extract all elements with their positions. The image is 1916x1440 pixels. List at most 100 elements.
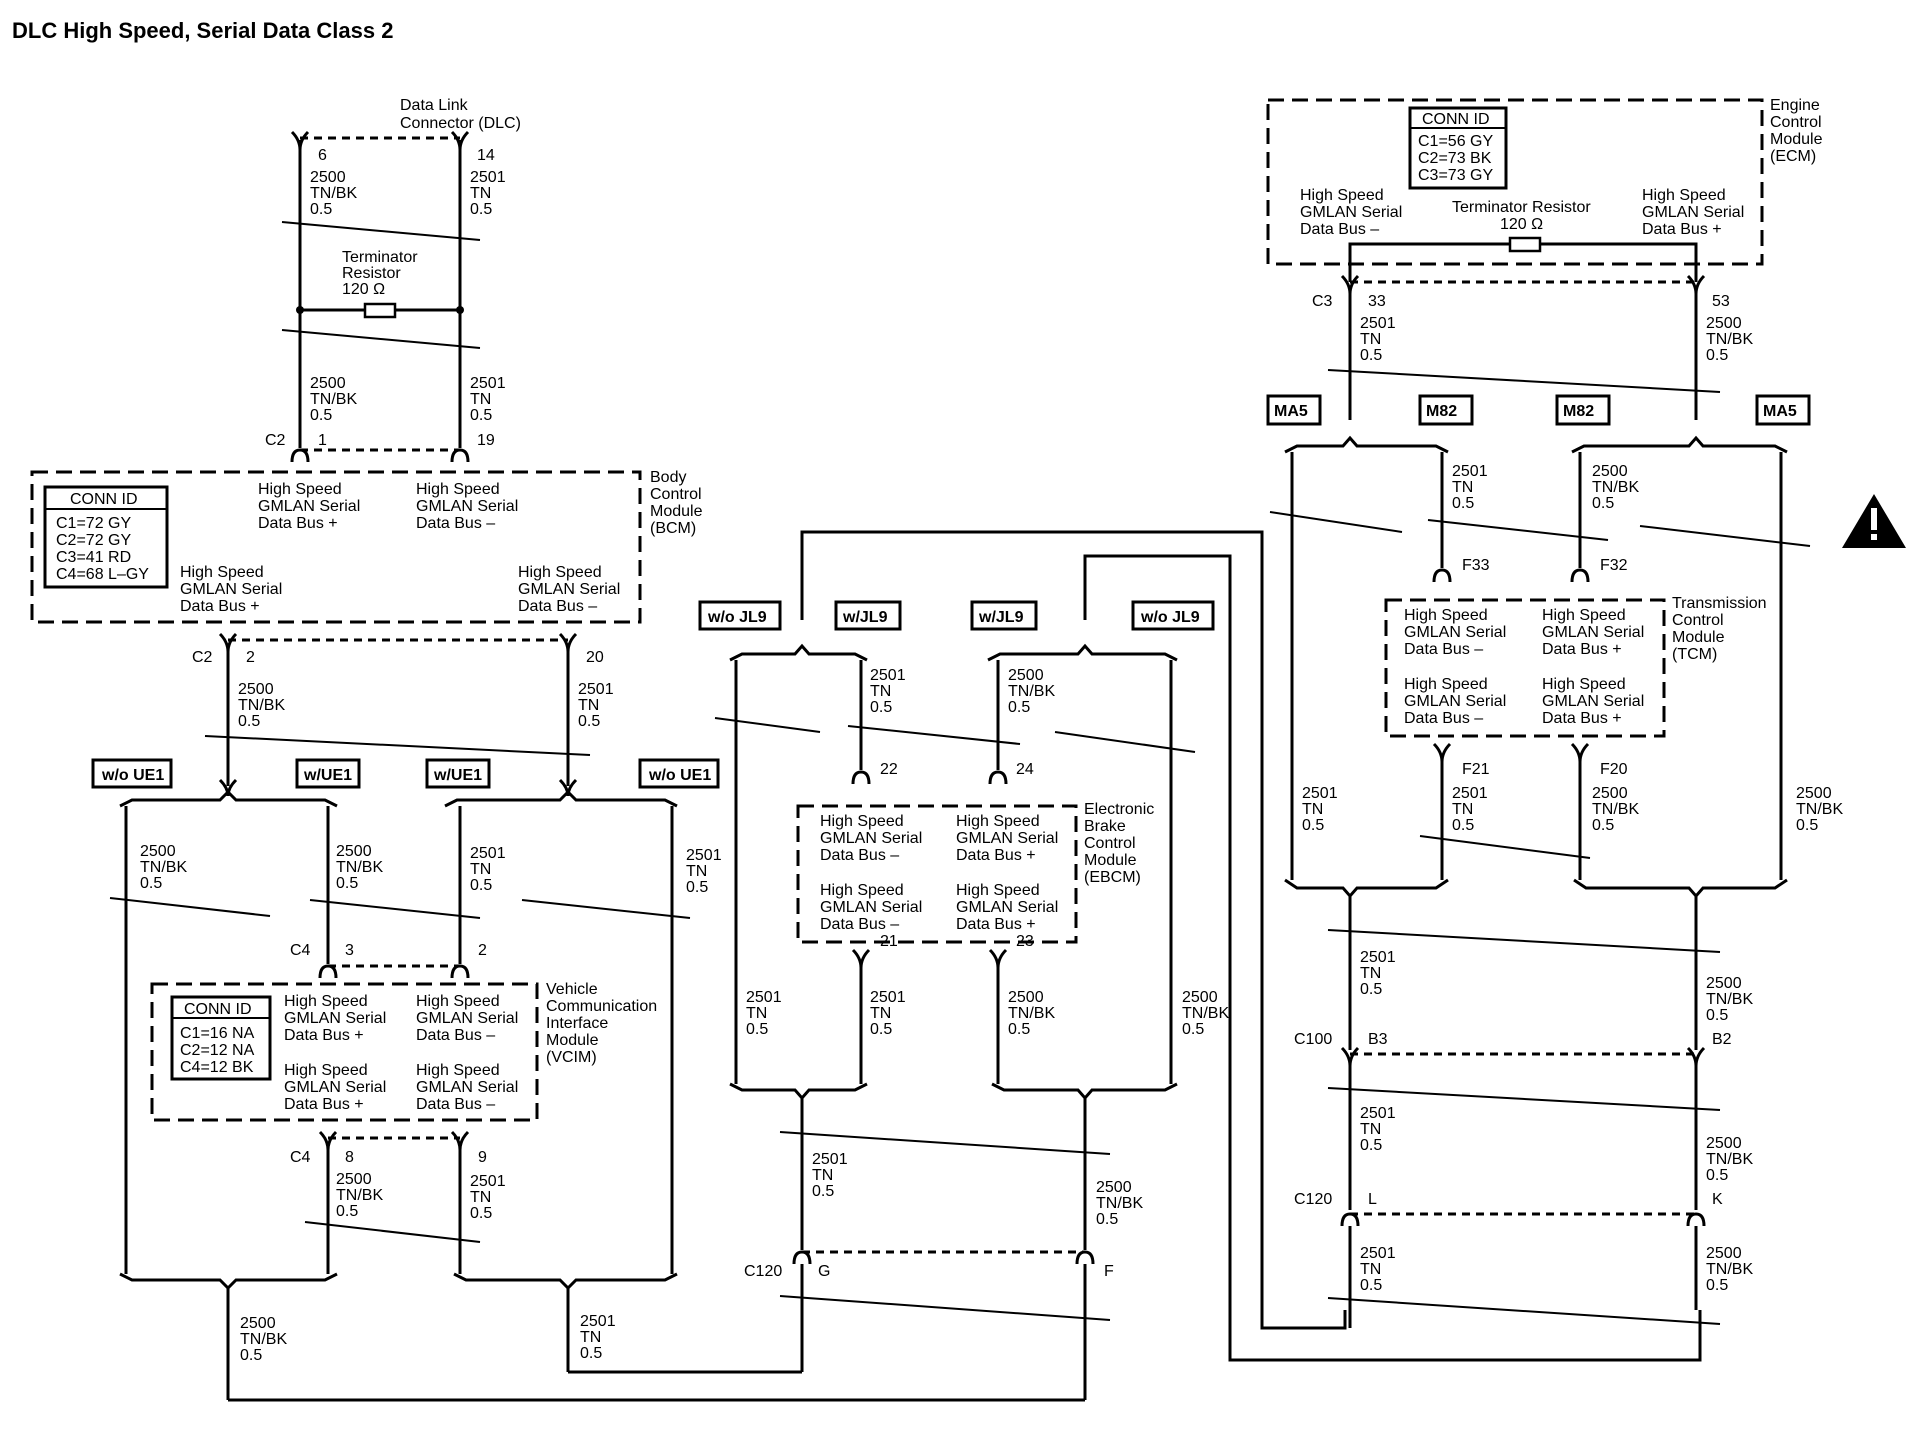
wire-label: 2501 TN 0.5 xyxy=(1360,315,1396,364)
svg-text:Module: Module xyxy=(650,503,703,520)
break-mark xyxy=(779,1131,1111,1155)
option-tag-wo-ue1 xyxy=(91,758,173,789)
option-tag-w-ue1-text: w/UE1 xyxy=(433,767,482,784)
c120-pin-k-terminal xyxy=(1686,1212,1706,1227)
vcim-module-box xyxy=(150,982,539,1122)
svg-text:High Speed: High Speed xyxy=(284,1062,368,1079)
tcm-pin-f20: F20 xyxy=(1600,761,1628,778)
svg-text:2501: 2501 xyxy=(812,1151,848,1168)
vcim-pin-9: 9 xyxy=(478,1149,487,1166)
tcm-name: Transmission Control Module (TCM) xyxy=(1672,595,1767,663)
wire-label: 2500 TN/BK 0.5 xyxy=(1592,463,1639,512)
svg-text:2500: 2500 xyxy=(1096,1179,1132,1196)
wire-label: 2501 TN 0.5 xyxy=(686,847,722,896)
option-tag-ma5-text: MA5 xyxy=(1274,403,1308,420)
svg-text:GMLAN Serial: GMLAN Serial xyxy=(258,498,360,515)
ecm-connector: C3 xyxy=(1312,293,1333,310)
break-mark xyxy=(1427,519,1609,541)
c120-pin-f-terminal xyxy=(1075,1250,1095,1265)
merge-bar-2501-ecm xyxy=(1284,878,1449,899)
svg-text:0.5: 0.5 xyxy=(1008,699,1030,716)
wire-label: 2500 TN/BK 0.5 xyxy=(1008,989,1055,1038)
svg-text:Module: Module xyxy=(1770,131,1823,148)
svg-text:0.5: 0.5 xyxy=(1706,347,1728,364)
tcm-pin-f32-terminal xyxy=(1570,568,1590,583)
break-mark xyxy=(281,329,481,349)
option-tag-m82-text: M82 xyxy=(1426,403,1457,420)
svg-text:TN/BK: TN/BK xyxy=(1008,1005,1055,1022)
svg-text:Control: Control xyxy=(1770,114,1822,131)
break-mark xyxy=(304,1221,481,1243)
svg-text:GMLAN Serial: GMLAN Serial xyxy=(820,830,922,847)
svg-text:Data Bus –: Data Bus – xyxy=(820,916,899,933)
svg-text:TN/BK: TN/BK xyxy=(310,185,357,202)
svg-text:2500: 2500 xyxy=(1182,989,1218,1006)
break-mark xyxy=(109,897,271,917)
dlc-name-line2: Connector (DLC) xyxy=(400,115,521,132)
break-mark xyxy=(779,1295,1111,1321)
option-tag-w-jl9 xyxy=(834,600,902,631)
svg-text:Data Bus –: Data Bus – xyxy=(416,515,495,532)
ecm-section: Engine Control Module (ECM) CONN ID C1=5… xyxy=(1266,97,1823,420)
wire-label: 2500 TN/BK 0.5 xyxy=(1706,1135,1753,1184)
merge-bar-2501-jl9 xyxy=(729,1082,868,1101)
svg-text:2500: 2500 xyxy=(310,169,346,186)
svg-text:Resistor: Resistor xyxy=(342,265,401,282)
svg-text:2500: 2500 xyxy=(1592,463,1628,480)
svg-text:TN: TN xyxy=(1452,479,1473,496)
break-mark xyxy=(1327,929,1721,953)
wire-label: 2501 TN 0.5 xyxy=(1360,1245,1396,1294)
dlc-terminator-label: Terminator Resistor 120 Ω xyxy=(342,249,418,298)
svg-text:Body: Body xyxy=(650,469,686,486)
svg-text:Data Bus +: Data Bus + xyxy=(956,916,1036,933)
ecm-terminator-lead-left xyxy=(1348,242,1510,282)
option-tag-w-ue1-text: w/UE1 xyxy=(303,767,352,784)
c100-pin-b2: B2 xyxy=(1712,1031,1732,1048)
svg-text:2501: 2501 xyxy=(578,681,614,698)
svg-text:GMLAN Serial: GMLAN Serial xyxy=(956,899,1058,916)
ebcm-pin-21-terminal xyxy=(851,948,871,969)
ecm-pin-33: 33 xyxy=(1368,293,1386,310)
svg-text:TN: TN xyxy=(1360,1121,1381,1138)
bcm-pin-20: 20 xyxy=(586,649,604,666)
splice-dot xyxy=(296,306,304,314)
tcm-module-box xyxy=(1384,598,1666,738)
vcim-connector-bottom: C4 xyxy=(290,1149,311,1166)
split-bar-2500-jl9 xyxy=(987,643,1178,662)
tcm-pin-f32: F32 xyxy=(1600,557,1628,574)
wire-label: 2501 TN 0.5 xyxy=(812,1151,848,1200)
dlc-pin-6: 6 xyxy=(318,147,327,164)
svg-text:Electronic: Electronic xyxy=(1084,801,1154,818)
svg-text:Communication: Communication xyxy=(546,998,657,1015)
svg-text:120 Ω: 120 Ω xyxy=(342,281,385,298)
svg-text:GMLAN Serial: GMLAN Serial xyxy=(518,581,620,598)
svg-text:TN: TN xyxy=(1360,965,1381,982)
merge-bar-2500-ecm xyxy=(1573,878,1788,899)
wire-label: 2501 TN 0.5 xyxy=(870,667,906,716)
svg-text:2500: 2500 xyxy=(1706,1245,1742,1262)
svg-text:TN: TN xyxy=(1360,331,1381,348)
wire-label: 2501 TN 0.5 xyxy=(1360,949,1396,998)
svg-text:Data Bus –: Data Bus – xyxy=(518,598,597,615)
svg-text:2501: 2501 xyxy=(746,989,782,1006)
break-mark xyxy=(1327,1297,1721,1325)
svg-text:C4=68 L–GY: C4=68 L–GY xyxy=(56,566,149,583)
wire-label: 2500 TN/BK 0.5 xyxy=(1182,989,1229,1038)
option-tag-ma5 xyxy=(1755,394,1811,426)
bcm-pin-19: 19 xyxy=(477,432,495,449)
vcim-pin-2: 2 xyxy=(478,942,487,959)
svg-text:2500: 2500 xyxy=(1008,989,1044,1006)
tcm-section: F33 F32 Transmission Control Module (TCM… xyxy=(1284,557,1843,899)
svg-text:Data Bus –: Data Bus – xyxy=(820,847,899,864)
ebcm-module-box xyxy=(796,804,1078,944)
svg-text:Control: Control xyxy=(1084,835,1136,852)
merge-bar-2500-jl9 xyxy=(991,1082,1178,1101)
option-tag-w-ue1 xyxy=(425,758,491,789)
svg-text:0.5: 0.5 xyxy=(1008,1021,1030,1038)
option-tag-wo-ue1 xyxy=(638,758,720,789)
bcm-bus-plus-top-label: High Speed GMLAN Serial Data Bus + xyxy=(258,481,360,532)
ecm-pin-53: 53 xyxy=(1712,293,1730,310)
svg-text:(VCIM): (VCIM) xyxy=(546,1049,597,1066)
c100-pin-b2-terminal xyxy=(1686,1046,1706,1067)
